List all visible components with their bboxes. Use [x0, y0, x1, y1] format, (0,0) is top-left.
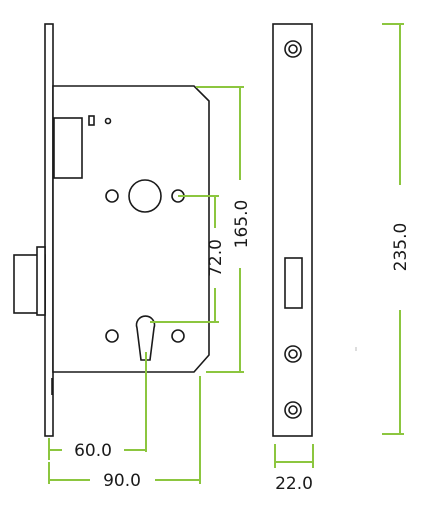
forend-screw-middle-inner: [288, 349, 298, 359]
dimension-centres: 72.0: [150, 195, 226, 323]
lock-case: [52, 85, 210, 373]
follower-hub: [128, 179, 162, 213]
dimension-case-width: 90.0: [48, 376, 201, 491]
dimension-label-centres: 72.0: [206, 239, 226, 277]
euro-cylinder-cutout: [135, 315, 156, 361]
dimension-forend-width: 22.0: [274, 444, 314, 494]
latch-bolt: [53, 117, 83, 179]
lock-side-view: [13, 23, 210, 437]
forend-plate-front: [272, 23, 313, 437]
forend-screw-top-outer: [284, 40, 302, 58]
forend-screw-middle-outer: [284, 345, 302, 363]
latch-slot: [88, 115, 95, 126]
case-fixing-hole-3: [105, 329, 119, 343]
forend-screw-bottom-outer: [284, 401, 302, 419]
forend-plate-side: [44, 23, 54, 437]
dimension-label-case-width: 90.0: [103, 471, 141, 491]
dimension-label-backset: 60.0: [74, 441, 112, 461]
dimension-label-case-height: 165.0: [232, 200, 252, 249]
forend-front-view: [272, 23, 313, 437]
latch-pin: [104, 117, 112, 125]
dimension-label-forend-width: 22.0: [275, 474, 313, 494]
deadbolt-inner: [36, 246, 46, 316]
dimension-case-height: 165.0: [196, 86, 252, 373]
dimension-backset: 60.0: [48, 352, 147, 461]
case-fixing-hole-4: [171, 329, 185, 343]
forend-screw-top-inner: [288, 44, 298, 54]
case-fixing-hole-1: [105, 189, 119, 203]
dimension-label-forend-height: 235.0: [391, 223, 411, 272]
deadbolt-slot: [284, 257, 303, 309]
forend-screw-bottom-inner: [288, 405, 298, 415]
dimension-forend-height: 235.0: [382, 23, 411, 435]
